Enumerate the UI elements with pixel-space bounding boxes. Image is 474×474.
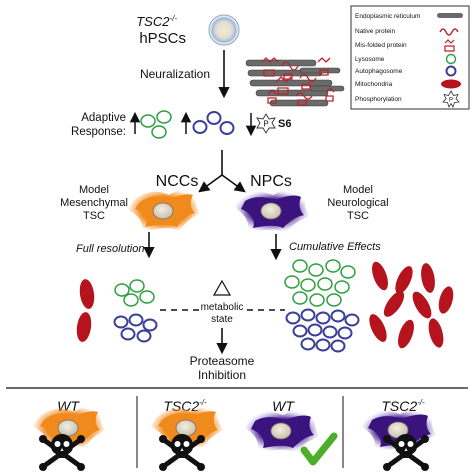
left-mitochondria (76, 279, 95, 342)
autophagosome-icon (445, 65, 457, 77)
right-mitochondria (369, 261, 454, 349)
left-autophagosomes (113, 313, 158, 343)
treatment-label-line2: Inhibition (198, 368, 246, 382)
npc-model-line1: Model (343, 184, 373, 196)
cell-line-label: TSC2-/- (136, 14, 177, 29)
adaptive-label-line1: Adaptive (81, 112, 126, 124)
panel-tsc2-npc: TSC2-/- (359, 398, 439, 471)
metabolic-label-line1: metabolic (201, 302, 244, 313)
svg-text:P: P (449, 98, 453, 104)
cumulative-effects-label: Cumulative Effects (289, 241, 381, 253)
legend-label-mitochondria: Mitochondria (355, 81, 393, 88)
ncc-model-line2: Mesenchymal (60, 197, 128, 209)
legend-label-phosphorylation: Phosphorylation (355, 96, 402, 103)
native-protein-icon (439, 28, 459, 36)
legend-label-lysosome: Lysosome (355, 56, 385, 63)
hpsc-label: hPSCs (139, 30, 186, 47)
npc-model-line2: Neurological (327, 197, 388, 209)
npc-model-line3: TSC (347, 210, 369, 222)
split-arrows (198, 150, 246, 193)
legend-label-misfolded-protein: Mis-folded protein (355, 42, 407, 49)
misfolded-protein-icon (444, 39, 455, 52)
hpsc-cell-icon (208, 14, 240, 46)
panel-label-wt-npc: WT (272, 398, 295, 414)
autophagosome-cluster (192, 111, 235, 135)
right-lysosomes (284, 259, 356, 307)
mitochondria-icon (441, 79, 461, 89)
ncc-cell-icon (126, 187, 202, 234)
full-resolution-label: Full resolution (76, 243, 144, 255)
checkmark-icon (300, 432, 338, 466)
panel-wt-ncc: WT (31, 398, 107, 471)
ncc-model-line1: Model (79, 184, 109, 196)
s6-label: S6 (278, 118, 291, 130)
legend-label-er: Endoplasmic reticulum (355, 13, 420, 20)
adaptive-label-line2: Response: (71, 126, 126, 138)
metabolic-label-line2: state (211, 314, 233, 325)
lysosome-icon (445, 53, 457, 65)
left-lysosomes (114, 279, 155, 307)
phosphorylation-icon: P (442, 90, 460, 108)
neuralization-label: Neuralization (140, 67, 210, 81)
ncc-model-line3: TSC (83, 210, 105, 222)
er-stack-illustration (245, 57, 345, 107)
legend-label-autophagosome: Autophagosome (355, 68, 403, 75)
panel-wt-npc: WT (242, 398, 338, 466)
lysosome-cluster (140, 110, 172, 139)
phospho-star-icon: P (256, 113, 276, 134)
skull-crossbones-icon (383, 434, 429, 471)
treatment-label-line1: Proteasome (190, 354, 255, 368)
npc-title: NPCs (250, 173, 292, 190)
delta-icon (212, 279, 232, 296)
er-bar-icon (437, 13, 463, 18)
skull-crossbones-icon (159, 434, 205, 471)
right-autophagosomes (285, 308, 360, 353)
panel-tsc2-ncc: TSC2-/- (149, 398, 225, 471)
legend-box: P Endoplasmic reticulum Native protein M… (350, 5, 470, 110)
panel-label-tsc2-npc: TSC2-/- (381, 398, 425, 414)
legend-label-native-protein: Native protein (355, 28, 395, 35)
skull-crossbones-icon (39, 434, 85, 471)
npc-cell-icon (232, 188, 312, 234)
ncc-title: NCCs (156, 173, 199, 190)
svg-text:P: P (263, 120, 268, 129)
